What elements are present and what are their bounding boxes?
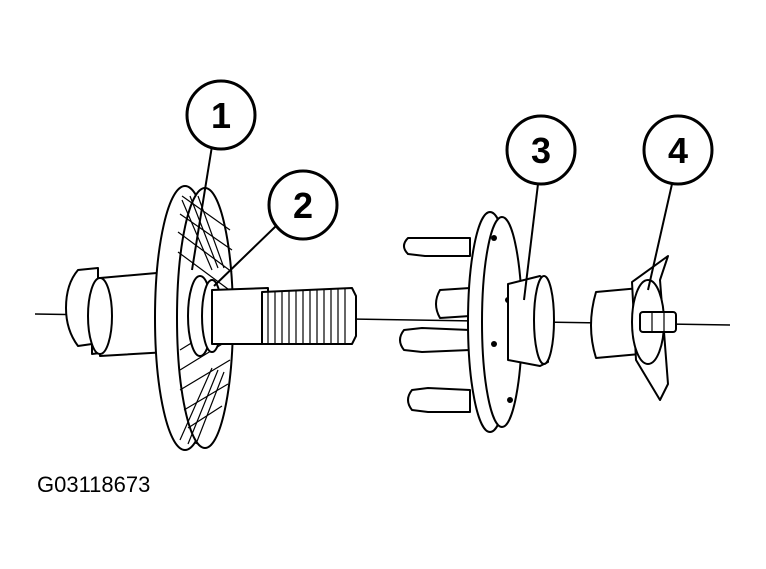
callout-1-label: 1 [211,95,231,136]
callout-3-label: 3 [531,130,551,171]
shaft-extension [211,287,269,345]
wheel-studs [399,237,471,413]
callout-4-label: 4 [668,130,688,171]
callout-3: 3 [505,114,577,301]
wheel-hub [399,211,555,433]
callout-2-label: 2 [293,185,313,226]
threaded-section [261,287,357,345]
callout-2: 2 [213,169,339,287]
callout-1: 1 [185,79,257,271]
hub-nut-retainer [590,255,677,401]
callout-4: 4 [642,114,714,291]
figure-id-label: G03118673 [37,472,151,497]
shaft-assembly [65,185,357,451]
